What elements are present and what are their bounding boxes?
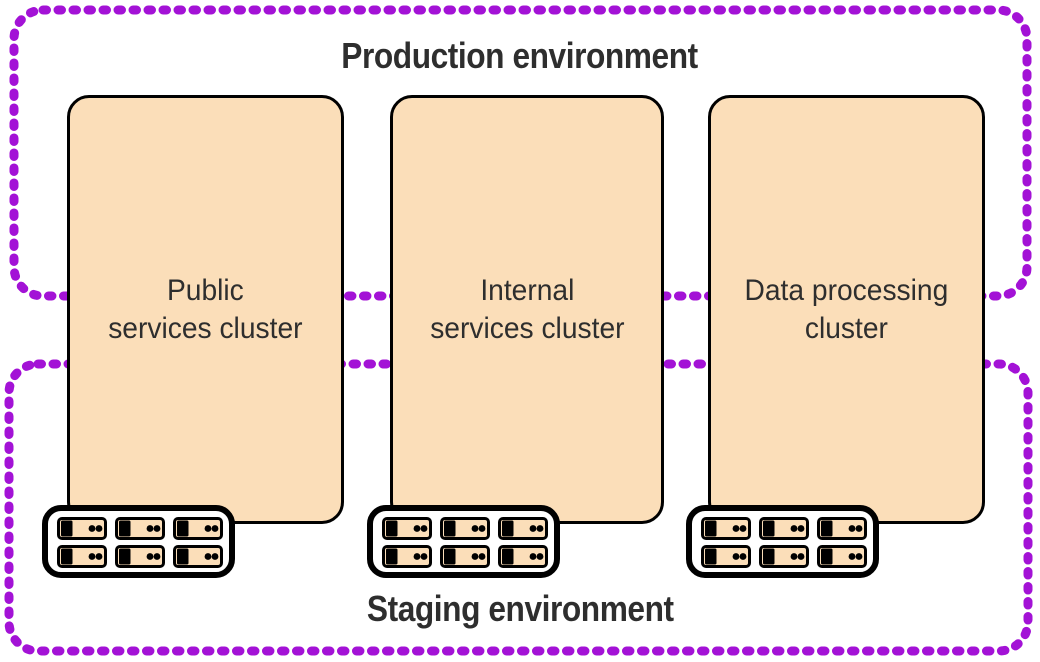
cluster-data-processing-label: Data processing cluster	[744, 273, 949, 345]
cluster-data-processing: Data processing cluster	[708, 95, 985, 524]
cluster-internal-services: Internal services cluster	[390, 95, 664, 524]
server-rack-icon	[686, 505, 879, 578]
cluster-public-services: Public services cluster	[67, 95, 344, 524]
server-rack-icon	[42, 505, 235, 578]
production-environment-label: Production environment	[341, 35, 699, 76]
server-rack-icon	[367, 505, 560, 578]
cluster-public-services-label: Public services cluster	[108, 273, 303, 345]
staging-environment-label: Staging environment	[366, 588, 674, 629]
cluster-internal-services-label: Internal services cluster	[429, 273, 625, 345]
